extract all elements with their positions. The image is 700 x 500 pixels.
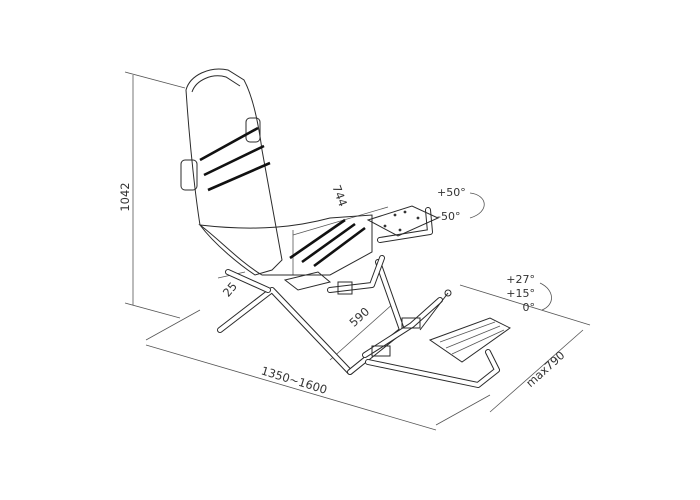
pedal-tilt-0-label: 0° <box>523 301 536 314</box>
height-top-extension <box>124 71 186 89</box>
depth-label: max790 <box>523 348 567 390</box>
seat-cushion <box>198 214 373 276</box>
shifter-plate <box>283 271 332 291</box>
height-bottom-extension <box>124 302 181 319</box>
length-dimension-line <box>145 344 437 431</box>
recline-label: 25 <box>220 279 240 299</box>
height-label: 1042 <box>118 182 132 211</box>
back-stripe-2 <box>203 144 265 177</box>
adjustment-knob <box>337 281 353 295</box>
cushion-stripe-1 <box>289 218 346 260</box>
seat-width-label: 744 <box>329 183 350 208</box>
wheel-mount-plate <box>366 205 440 237</box>
seat-width-dimension-line <box>292 206 389 236</box>
pedal-tilt-arc <box>539 282 552 311</box>
pedal-rod <box>419 292 449 331</box>
depth-top-extension <box>459 284 591 326</box>
wheel-tilt-down-label: -50° <box>437 210 460 223</box>
shifter-mount-plate <box>283 271 332 291</box>
wheel-tilt-up-label: +50° <box>437 186 466 199</box>
seat-back <box>185 68 283 276</box>
right-harness-slot <box>245 117 261 143</box>
length-label: 1350~1600 <box>260 364 329 397</box>
pedal-tilt-27-label: +27° <box>506 273 535 286</box>
cushion-stripe-2 <box>301 222 356 264</box>
pedal-rod-end <box>444 289 452 297</box>
pedal-base-tube <box>365 349 500 388</box>
length-right-extension <box>435 394 491 426</box>
seat-back-inner-edge <box>191 75 241 93</box>
dimension-lines <box>124 71 591 431</box>
wheel-plate <box>366 205 440 237</box>
seat-depth-dimension-line <box>329 301 396 361</box>
depth-dimension-line <box>489 329 584 413</box>
pedal-plate <box>428 317 511 363</box>
pedal-tilt-15-label: +15° <box>506 287 535 300</box>
left-harness-slot <box>180 159 198 191</box>
pedal-clamp-upper <box>401 317 421 329</box>
pedal-assembly <box>362 289 511 388</box>
wheel-tilt-arc <box>469 192 485 219</box>
pedal-clamp <box>371 345 391 357</box>
back-stripe-1 <box>199 126 259 162</box>
seat <box>180 68 373 276</box>
cushion-stripe-3 <box>313 226 366 268</box>
back-stripe-3 <box>207 161 271 192</box>
length-left-extension <box>145 309 201 341</box>
